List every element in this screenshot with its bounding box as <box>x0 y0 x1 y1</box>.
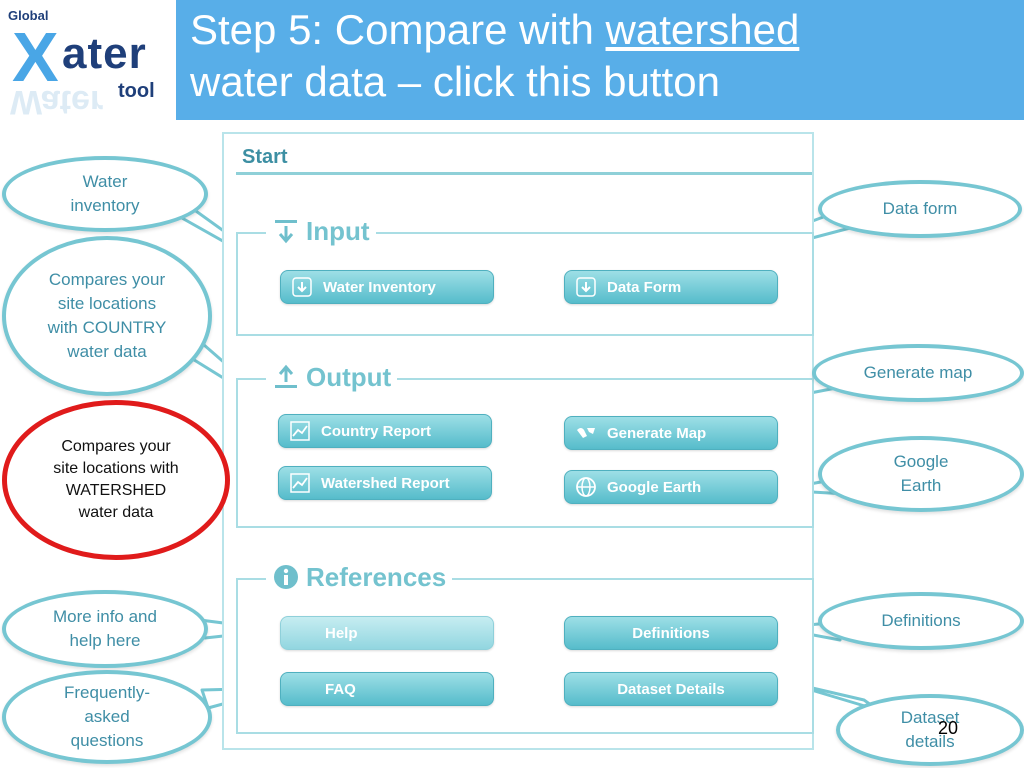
slide-title: Step 5: Compare with watershed water dat… <box>176 0 1024 120</box>
callout-compares-watershed: Compares your site locations with WATERS… <box>2 400 230 560</box>
watershed-report-button[interactable]: Watershed Report <box>278 466 492 500</box>
callout-google-earth: Google Earth <box>818 436 1024 512</box>
input-group-title: Input <box>266 214 376 248</box>
start-divider <box>236 172 812 175</box>
google-earth-button[interactable]: Google Earth <box>564 470 778 504</box>
help-label: Help <box>325 624 358 642</box>
output-group-title: Output <box>266 360 398 394</box>
callout-compares-country-text: Compares your site locations with COUNTR… <box>47 270 167 361</box>
callout-faq: Frequently-asked questions <box>2 670 212 764</box>
info-icon <box>272 563 300 591</box>
callout-data-form: Data form <box>818 180 1022 238</box>
country-report-label: Country Report <box>321 422 431 440</box>
dataset-details-label: Dataset Details <box>617 680 725 698</box>
data-form-label: Data Form <box>607 278 682 296</box>
references-group-label: References <box>306 562 447 592</box>
chart-icon <box>289 472 311 494</box>
faq-button[interactable]: FAQ <box>280 672 494 706</box>
input-group: Input Water Inventory Data Form <box>236 214 814 336</box>
globe-icon <box>575 476 597 498</box>
definitions-button[interactable]: Definitions <box>564 616 778 650</box>
generate-map-label: Generate Map <box>607 424 707 442</box>
logo-global-text: Global <box>8 8 49 23</box>
generate-map-button[interactable]: Generate Map <box>564 416 778 450</box>
output-arrow-icon <box>272 363 300 391</box>
data-form-button[interactable]: Data Form <box>564 270 778 304</box>
definitions-label: Definitions <box>632 624 710 642</box>
callout-google-earth-text: Google Earth <box>893 452 949 495</box>
callout-dataset-details-text: Dataset details <box>900 708 960 751</box>
callout-more-info-text: More info and help here <box>53 607 157 650</box>
start-heading: Start <box>242 146 288 168</box>
help-button[interactable]: Help <box>280 616 494 650</box>
output-group: Output Country Report Generate Map Water… <box>236 360 814 528</box>
page-number: 20 <box>938 718 959 738</box>
callout-generate-map: Generate map <box>812 344 1024 402</box>
callout-definitions: Definitions <box>818 592 1024 650</box>
world-map-icon <box>575 422 597 444</box>
callout-definitions-text: Definitions <box>881 611 961 630</box>
callout-water-inventory-text: Water inventory <box>70 172 140 215</box>
download-icon <box>291 276 313 298</box>
title-line-1: Step 5: Compare with watershed <box>190 4 1024 56</box>
callout-faq-text: Frequently-asked questions <box>64 683 150 750</box>
global-water-tool-logo: Global X ater tool Water <box>0 0 176 121</box>
watershed-report-label: Watershed Report <box>321 474 450 492</box>
country-report-button[interactable]: Country Report <box>278 414 492 448</box>
logo-x-mark: X <box>12 18 59 96</box>
references-group: References Help Definitions FAQ Dataset … <box>236 560 814 734</box>
input-arrow-icon <box>272 217 300 245</box>
callout-more-info: More info and help here <box>2 590 208 668</box>
callout-dataset-details: Dataset details <box>836 694 1024 766</box>
callout-compares-country: Compares your site locations with COUNTR… <box>2 236 212 396</box>
callout-compares-watershed-text: Compares your site locations with WATERS… <box>53 438 179 521</box>
water-inventory-button[interactable]: Water Inventory <box>280 270 494 304</box>
callout-water-inventory: Water inventory <box>2 156 208 232</box>
title-line-2: water data – click this button <box>190 58 720 105</box>
title-prefix: Step 5: Compare with <box>190 6 606 53</box>
chart-icon <box>289 420 311 442</box>
output-group-label: Output <box>306 362 392 392</box>
references-group-title: References <box>266 560 453 594</box>
logo-tool-text: tool <box>118 80 155 102</box>
logo-ater-text: ater <box>62 29 147 78</box>
download-icon <box>575 276 597 298</box>
dataset-details-button[interactable]: Dataset Details <box>564 672 778 706</box>
faq-label: FAQ <box>325 680 356 698</box>
title-watershed-link[interactable]: watershed <box>605 6 800 53</box>
water-tool-start-panel: Start Input Water Inventory Data Form Ou… <box>222 132 814 750</box>
callout-generate-map-text: Generate map <box>863 363 973 382</box>
google-earth-label: Google Earth <box>607 478 702 496</box>
input-group-label: Input <box>306 216 370 246</box>
logo-reflection: Water <box>10 83 104 121</box>
water-inventory-label: Water Inventory <box>323 278 436 296</box>
callout-data-form-text: Data form <box>882 199 958 218</box>
